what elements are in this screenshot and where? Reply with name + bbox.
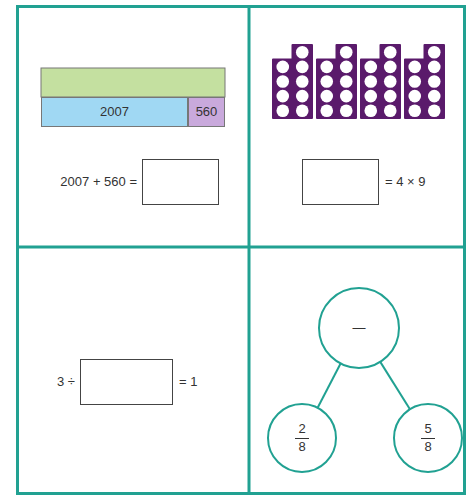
equation-text: = 1 — [179, 374, 197, 390]
node-text: — — [353, 320, 366, 336]
node-content: 2007 — [100, 104, 129, 120]
whole-circle: — — [318, 287, 400, 369]
connector-line — [380, 362, 410, 409]
ten-frame — [405, 45, 444, 118]
whole-bar — [41, 68, 225, 97]
numerator: 5 — [421, 421, 434, 438]
node-content: 28 — [295, 421, 308, 455]
circle-outline-shape — [394, 404, 462, 472]
part-circle: 28 — [267, 403, 337, 473]
panel-frame — [18, 7, 465, 494]
ten-frame — [273, 45, 312, 118]
circle-outline-shape — [319, 288, 399, 368]
panel-divider — [18, 246, 465, 249]
answer-box — [143, 160, 219, 205]
equation-text: = 4 × 9 — [385, 174, 425, 190]
bar-part: 560 — [188, 97, 225, 127]
bar-part: 2007 — [41, 97, 188, 127]
answer-box — [303, 160, 379, 205]
node-text: 2007 — [100, 104, 129, 120]
denominator: 8 — [295, 439, 308, 455]
panel-divider — [248, 7, 251, 494]
connector-line — [318, 364, 341, 408]
part-circle: 58 — [393, 403, 463, 473]
node-content: — — [353, 320, 366, 336]
answer-box — [81, 360, 173, 405]
node-content: 58 — [421, 421, 434, 455]
circle-outline-shape — [268, 404, 336, 472]
numerator: 2 — [295, 421, 308, 438]
node-content: 560 — [196, 104, 218, 120]
ten-frame — [361, 45, 400, 118]
equation-text: 2007 + 560 = — [60, 174, 137, 190]
node-text: 560 — [196, 104, 218, 120]
equation-text: 3 ÷ — [57, 374, 75, 390]
denominator: 8 — [421, 439, 434, 455]
ten-frame — [317, 45, 356, 118]
